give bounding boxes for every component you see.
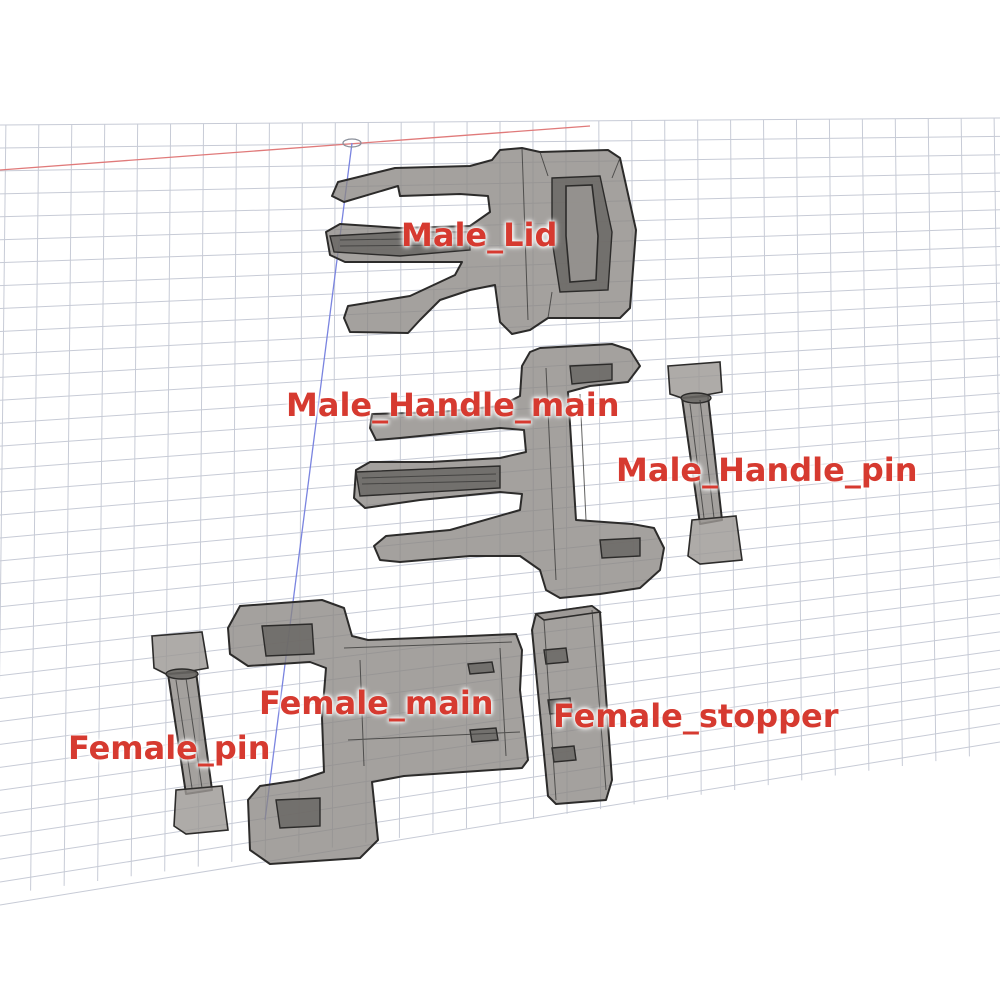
grid-line: [0, 301, 1000, 355]
grid-line: [0, 337, 1000, 401]
grid-line: [97, 123, 106, 882]
grid-line: [0, 723, 1000, 883]
label-male-lid: Male_Lid: [401, 216, 558, 254]
grid-line: [63, 124, 73, 886]
grid-line: [0, 521, 1000, 631]
x-axis-line: [0, 125, 591, 171]
male-handle-main-part[interactable]: [353, 343, 665, 599]
grid-line: [231, 123, 237, 862]
grid-line: [0, 117, 1000, 126]
grid-line: [0, 319, 1000, 378]
grid-line: [960, 118, 970, 757]
grid-line: [164, 123, 172, 872]
grid-line: [861, 119, 870, 771]
grid-line: [0, 124, 7, 683]
grid-line: [763, 119, 769, 786]
male-lid-part[interactable]: [325, 147, 637, 335]
female-main-part[interactable]: [227, 599, 529, 865]
grid-line: [298, 122, 303, 853]
grid-line: [30, 124, 40, 891]
grid-line: [993, 118, 1000, 577]
grid-line: [130, 123, 139, 877]
grid-line: [828, 119, 836, 776]
grid-line: [795, 119, 803, 781]
male-handle-pin-part[interactable]: [667, 361, 743, 565]
grid-line: [0, 356, 1000, 424]
grid-line: [664, 120, 669, 800]
label-female-pin: Female_pin: [68, 729, 271, 767]
grid-line: [0, 539, 1000, 654]
grid-line: [0, 135, 1000, 149]
grid-line: [894, 119, 903, 766]
label-female-main: Female_main: [259, 684, 494, 722]
label-female-stopper: Female_stopper: [553, 697, 839, 735]
grid-line: [730, 120, 736, 790]
grid-line: [927, 118, 937, 762]
grid-line: [0, 392, 1000, 470]
grid-line: [264, 122, 270, 858]
grid-line: [0, 411, 1000, 493]
female-pin-part[interactable]: [151, 631, 229, 835]
origin-icon[interactable]: [342, 138, 362, 148]
label-male-handle-main: Male_Handle_main: [286, 386, 620, 424]
grid-line: [0, 741, 1000, 906]
female-stopper-part[interactable]: [531, 605, 613, 805]
grid-line: [0, 447, 1000, 539]
label-male-handle-pin: Male_Handle_pin: [616, 451, 918, 489]
grid-line: [0, 466, 1000, 562]
grid-line: [0, 704, 1000, 860]
